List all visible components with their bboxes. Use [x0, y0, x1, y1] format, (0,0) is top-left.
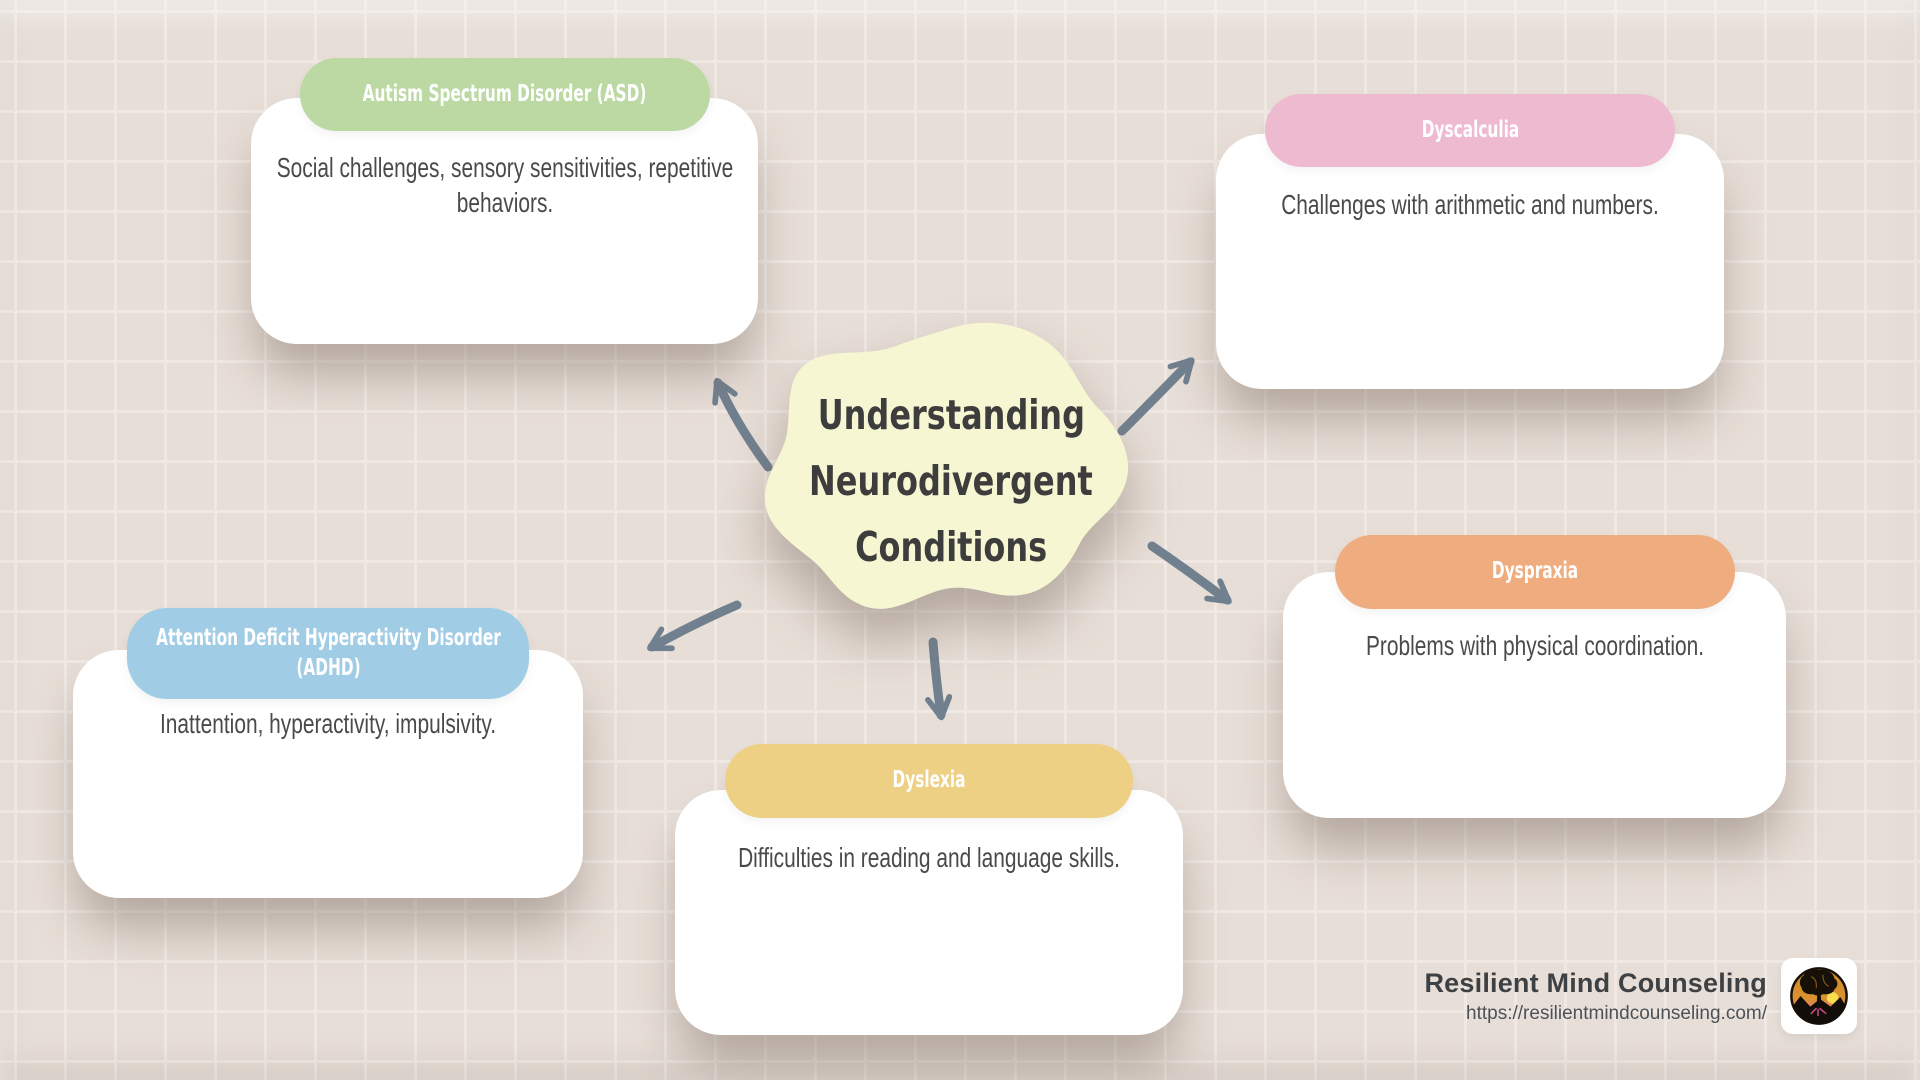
brain-tree-logo-icon [1790, 967, 1848, 1025]
center-title-line: Neurodivergent [809, 457, 1093, 505]
center-title-line: Understanding [817, 391, 1085, 439]
node-pill-asd: Autism Spectrum Disorder (ASD) [299, 58, 710, 131]
node-card-dyspraxia: Dyspraxia Problems with physical coordin… [1283, 535, 1786, 818]
brand-footer: Resilient Mind Counseling https://resili… [1424, 958, 1857, 1034]
node-card-dyslexia: Dyslexia Difficulties in reading and lan… [675, 744, 1183, 1035]
center-topic: Understanding Neurodivergent Conditions [755, 315, 1147, 647]
brain-canopy-icon [1799, 969, 1838, 996]
node-label-dyscalculia: Dyscalculia [1421, 116, 1519, 143]
node-pill-dyscalculia: Dyscalculia [1265, 94, 1675, 167]
node-description-asd: Social challenges, sensory sensitivities… [276, 152, 733, 218]
center-blob-shape [764, 322, 1129, 609]
node-label-adhd: Attention Deficit Hyperactivity Disorder… [155, 624, 501, 681]
node-description-dyspraxia: Problems with physical coordination. [1365, 630, 1704, 661]
sun-icon [1826, 992, 1839, 1004]
node-label-dyslexia: Dyslexia [892, 767, 966, 794]
node-label-asd: Autism Spectrum Disorder (ASD) [362, 80, 647, 107]
arrow-to-dyspraxia [1147, 541, 1232, 605]
brand-url: https://resilientmindcounseling.com/ [1466, 1002, 1767, 1024]
node-description-dyslexia: Difficulties in reading and language ski… [738, 842, 1120, 873]
node-card-dyscalculia: Dyscalculia Challenges with arithmetic a… [1216, 94, 1724, 389]
node-pill-adhd: Attention Deficit Hyperactivity Disorder… [127, 608, 529, 699]
center-title-line: Conditions [854, 523, 1048, 571]
brand-logo-tile [1781, 958, 1857, 1034]
arrow-to-dyslexia [925, 637, 953, 721]
node-pill-dyspraxia: Dyspraxia [1334, 535, 1735, 609]
node-card-adhd: Attention Deficit Hyperactivity Disorder… [73, 608, 583, 898]
node-label-dyspraxia: Dyspraxia [1491, 558, 1578, 585]
center-title: Understanding Neurodivergent Conditions [755, 315, 1147, 647]
roots-icon [1810, 1007, 1827, 1017]
brand-name: Resilient Mind Counseling [1424, 967, 1767, 998]
node-description-adhd: Inattention, hyperactivity, impulsivity. [159, 708, 497, 739]
node-card-asd: Autism Spectrum Disorder (ASD) Social ch… [251, 58, 758, 344]
arrow-to-adhd [647, 600, 742, 652]
node-pill-dyslexia: Dyslexia [725, 744, 1133, 818]
node-description-dyscalculia: Challenges with arithmetic and numbers. [1281, 189, 1659, 220]
